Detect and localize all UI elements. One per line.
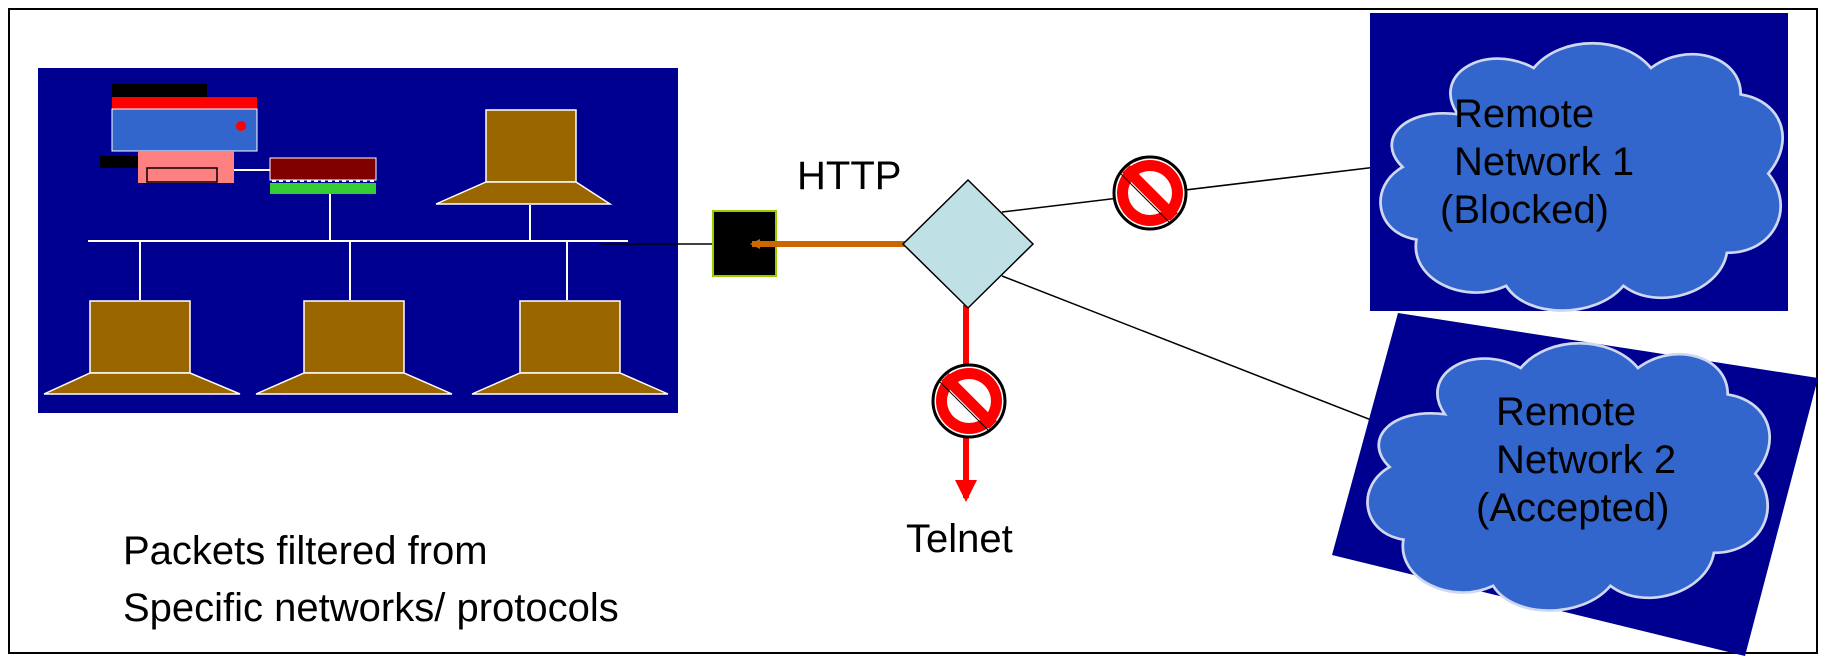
link-remote-network-2 bbox=[1001, 275, 1403, 433]
caption-line-2: Specific networks/ protocols bbox=[123, 586, 619, 630]
http-label: HTTP bbox=[797, 154, 902, 198]
link-remote-network-1 bbox=[1001, 165, 1386, 213]
telnet-label: Telnet bbox=[906, 517, 1013, 561]
remote-network-1-line-2: Network 1 bbox=[1454, 140, 1635, 184]
computer-icon bbox=[435, 109, 613, 205]
computer-icon bbox=[471, 300, 669, 395]
printer-icon bbox=[100, 84, 270, 183]
prohibited-icon bbox=[1112, 155, 1188, 231]
remote-network-2-panel bbox=[1332, 313, 1818, 656]
caption-line-1: Packets filtered from bbox=[123, 529, 488, 573]
remote-network-1-panel bbox=[1370, 13, 1788, 312]
local-network-panel bbox=[38, 68, 678, 413]
remote-network-2-line-1: Remote bbox=[1496, 390, 1637, 434]
remote-network-1-label: Remote Network 1 (Blocked) bbox=[1440, 90, 1660, 234]
modem-icon bbox=[269, 157, 377, 194]
computer-icon bbox=[255, 300, 453, 395]
remote-network-2-label: Remote Network 2 (Accepted) bbox=[1476, 388, 1716, 532]
computer-icon bbox=[43, 300, 241, 395]
prohibited-icon bbox=[931, 363, 1007, 439]
remote-network-2-line-2: Network 2 bbox=[1496, 438, 1677, 482]
remote-network-2-line-3: (Accepted) bbox=[1476, 486, 1670, 530]
remote-network-1-line-3: (Blocked) bbox=[1440, 188, 1609, 232]
remote-network-1-line-1: Remote bbox=[1454, 92, 1595, 136]
router-diamond-icon bbox=[901, 178, 1035, 310]
